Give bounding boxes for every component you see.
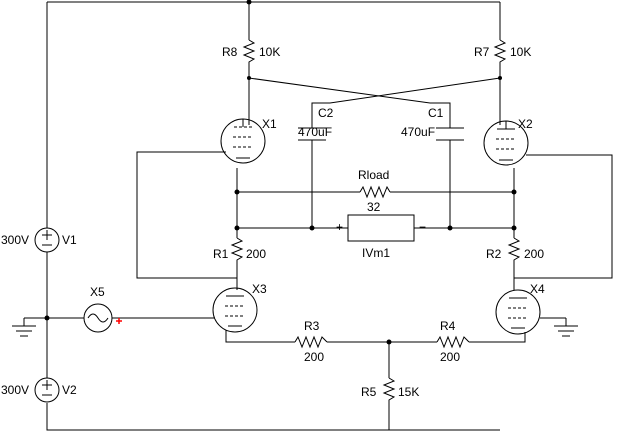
ivm1-plus: + (336, 220, 343, 234)
junction (234, 225, 240, 231)
ground-icon (12, 318, 36, 337)
junction (511, 189, 517, 195)
meter-ivm1[interactable]: + − IVm1 (336, 214, 426, 260)
r3-value: 200 (304, 350, 324, 364)
x5-ref: X5 (90, 285, 105, 299)
resistor-r7[interactable]: R7 10K (474, 39, 531, 64)
junctions (44, 0, 517, 345)
wire-cross-c1 (248, 77, 451, 128)
x5-polarity-marker (116, 318, 122, 324)
v2-value: 300V (1, 383, 29, 397)
capacitor-c1[interactable]: C1 470uF (401, 106, 464, 141)
c2-ref: C2 (318, 106, 334, 120)
tube-x1[interactable]: X1 (220, 117, 277, 164)
source-x5[interactable]: X5 (83, 285, 122, 333)
r5-value: 15K (398, 385, 419, 399)
r2-ref: R2 (486, 247, 502, 261)
tube-x4[interactable]: X4 (495, 282, 545, 335)
source-v2[interactable]: 300V V2 (1, 377, 77, 403)
x3-ref: X3 (252, 282, 267, 296)
x1-ref: X1 (262, 117, 277, 131)
resistor-r4[interactable]: R4 200 (436, 319, 470, 364)
v1-ref: V1 (62, 233, 77, 247)
junction (386, 339, 392, 345)
c1-value: 470uF (401, 125, 435, 139)
capacitor-c2[interactable]: C2 470uF (298, 106, 334, 141)
resistor-rload[interactable]: Rload 32 (358, 168, 391, 214)
v2-ref: V2 (62, 383, 77, 397)
ground-icon (554, 318, 578, 337)
junction (447, 225, 453, 231)
wire-cross-c2 (311, 77, 501, 128)
r3-ref: R3 (304, 319, 320, 333)
wire-x1-grid (136, 151, 237, 279)
source-v1[interactable]: 300V V1 (1, 227, 77, 253)
ivm1-minus: − (419, 220, 426, 234)
junction (247, 76, 251, 80)
x4-ref: X4 (530, 282, 545, 296)
junction (246, 0, 252, 5)
junction (309, 225, 315, 231)
resistor-r1[interactable]: R1 200 (213, 237, 266, 266)
r5-ref: R5 (361, 385, 377, 399)
r7-value: 10K (510, 45, 531, 59)
r1-ref: R1 (213, 247, 229, 261)
tube-x3[interactable]: X3 (212, 282, 267, 333)
c2-value: 470uF (298, 125, 332, 139)
resistor-r5[interactable]: R5 15K (361, 377, 419, 402)
resistor-r2[interactable]: R2 200 (486, 237, 544, 266)
rload-value: 32 (367, 200, 381, 214)
wire-left-supply (46, 2, 500, 431)
resistor-r3[interactable]: R3 200 (294, 319, 328, 364)
r8-ref: R8 (222, 45, 238, 59)
junction (234, 189, 240, 195)
rload-ref: Rload (358, 168, 389, 182)
ivm1-ref: IVm1 (362, 246, 390, 260)
tube-x2[interactable]: X2 (483, 117, 533, 166)
junction (498, 76, 502, 80)
resistor-r8[interactable]: R8 10K (222, 39, 280, 64)
wires (24, 1, 613, 431)
r1-value: 200 (246, 247, 266, 261)
r4-ref: R4 (440, 319, 456, 333)
junction (511, 225, 517, 231)
r2-value: 200 (524, 247, 544, 261)
wire-caps-down (311, 140, 451, 228)
junction (44, 315, 50, 321)
v1-value: 300V (1, 233, 29, 247)
x2-ref: X2 (518, 117, 533, 131)
wire-x2-grid (514, 154, 613, 279)
wire-cathode-bus (225, 330, 526, 343)
r7-ref: R7 (474, 45, 490, 59)
r8-value: 10K (259, 45, 280, 59)
c1-ref: C1 (428, 106, 444, 120)
r4-value: 200 (440, 350, 460, 364)
